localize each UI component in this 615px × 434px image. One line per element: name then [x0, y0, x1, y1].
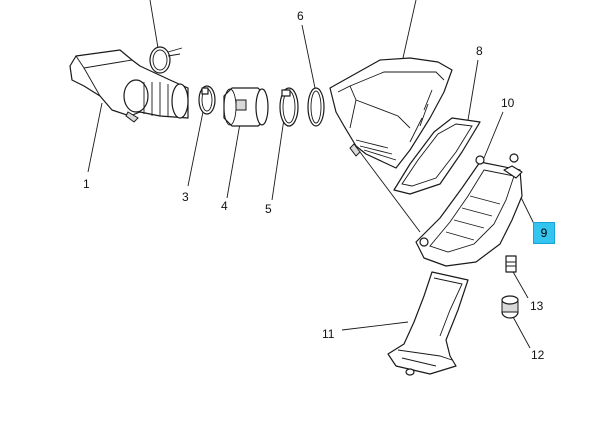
callout-10[interactable]: 10: [501, 96, 515, 110]
part-1-intake-duct: [69, 49, 189, 123]
top-clamp: [149, 46, 183, 74]
callout-9-highlighted[interactable]: 9: [533, 222, 555, 244]
leader-top-clamp: [149, 0, 159, 49]
leader-12: [511, 314, 531, 349]
callout-4[interactable]: 4: [221, 199, 228, 213]
callout-5[interactable]: 5: [265, 202, 272, 216]
part-5-clamp: [279, 87, 299, 127]
callout-3[interactable]: 3: [182, 190, 189, 204]
part-11-lower-duct: [387, 271, 469, 376]
part-8-filter-element: [393, 117, 481, 195]
callout-8[interactable]: 8: [476, 44, 483, 58]
air-box-cover: [329, 57, 453, 169]
leader-air-box-cover: [402, 0, 417, 59]
leader-13: [511, 269, 529, 299]
leader-8: [467, 59, 479, 121]
callout-12[interactable]: 12: [531, 348, 545, 362]
part-13-stud: [505, 255, 517, 273]
part-3-clamp: [198, 85, 216, 115]
part-4-coupling: [223, 87, 269, 127]
callout-11[interactable]: 11: [322, 327, 335, 341]
callout-6[interactable]: 6: [297, 9, 304, 23]
leader-lines: [87, 0, 537, 349]
leader-1: [87, 102, 103, 173]
leader-5: [271, 111, 286, 201]
part-12-grommet: [501, 295, 519, 319]
leader-box-to-housing: [359, 151, 421, 233]
part-9-housing: [415, 153, 523, 267]
callout-9: 9: [540, 226, 548, 240]
leader-10: [483, 111, 504, 159]
leader-11: [341, 321, 409, 331]
callout-13[interactable]: 13: [530, 299, 544, 313]
leader-6: [301, 24, 316, 89]
callout-1[interactable]: 1: [83, 177, 90, 191]
part-6-ring: [307, 87, 325, 127]
